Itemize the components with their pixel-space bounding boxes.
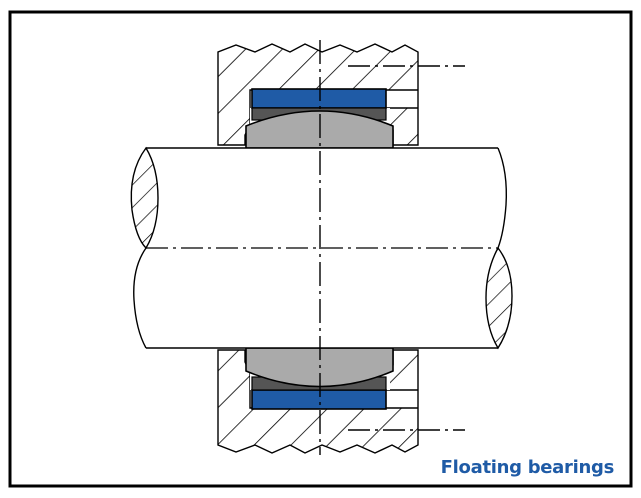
shaft-left-break-upper: [130, 146, 159, 250]
shaft-right-break-upper: [497, 147, 508, 249]
shaft-right-break-lower: [485, 246, 513, 350]
lower-outer-ring: [251, 389, 387, 410]
caption-title: Floating bearings: [440, 457, 615, 478]
shaft-left-break-lower: [133, 247, 147, 349]
upper-outer-ring: [251, 88, 387, 109]
